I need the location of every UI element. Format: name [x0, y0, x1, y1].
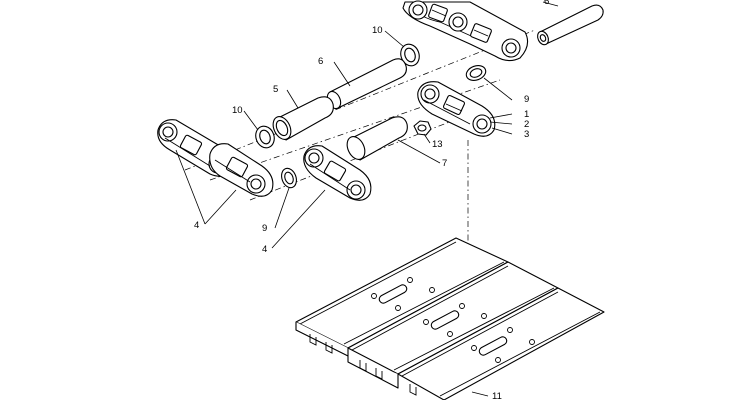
callout-9-upper: 9 [524, 94, 529, 105]
bushing-5 [272, 96, 334, 141]
nut-13 [413, 120, 432, 136]
ring-9-left [281, 167, 297, 189]
callout-10-upper: 10 [372, 25, 383, 36]
bushing-7 [346, 116, 408, 161]
ring-10-left [255, 125, 275, 149]
pin-6-upper [537, 4, 604, 46]
callout-3: 3 [524, 129, 529, 140]
callout-4-left: 4 [194, 220, 199, 231]
link-assembly-right [417, 81, 496, 137]
ring-10-upper [400, 43, 420, 67]
track-shoe-assembly [295, 237, 605, 400]
callouts: 10 6 6 5 10 9 1 2 3 13 7 4 9 4 11 [194, 0, 549, 400]
ring-9-upper [465, 65, 487, 81]
callout-10-left: 10 [232, 105, 243, 116]
callout-7: 7 [442, 158, 447, 169]
callout-11: 11 [492, 391, 502, 400]
leader-lines [175, 1, 559, 397]
link-pair-left [157, 119, 274, 197]
callout-6-middle: 6 [318, 56, 323, 67]
callout-2: 2 [524, 119, 529, 130]
callout-4-center: 4 [262, 244, 267, 255]
callout-1: 1 [524, 109, 529, 120]
callout-5: 5 [273, 84, 278, 95]
callout-13: 13 [432, 139, 443, 150]
callout-9-left: 9 [262, 223, 267, 234]
upper-link-chain [402, 0, 529, 62]
link-center [303, 145, 372, 201]
callout-6-upper: 6 [544, 0, 549, 7]
